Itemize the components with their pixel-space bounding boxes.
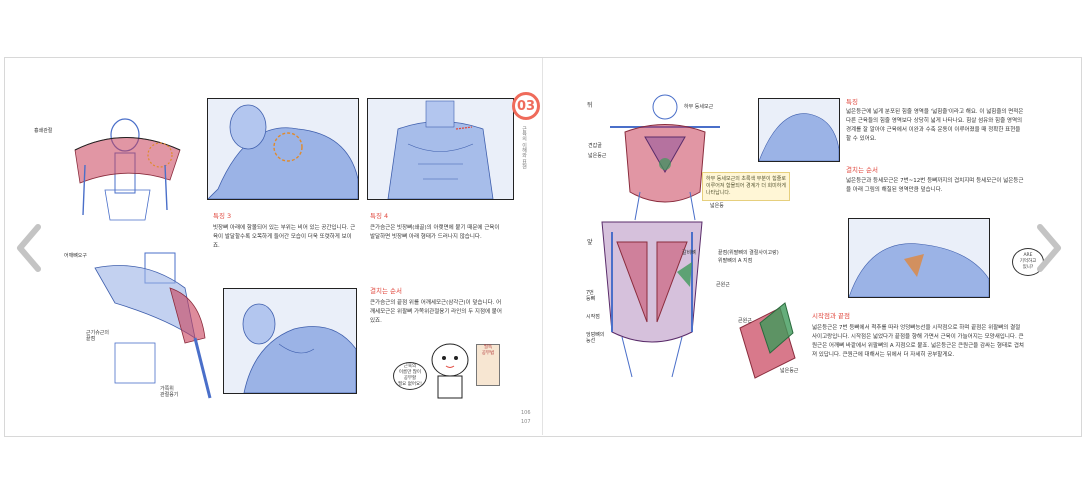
label-t7: 7번 등뼈 bbox=[586, 290, 596, 302]
chapter-badge: 03 bbox=[512, 92, 540, 120]
label-trapezius: 하부 등세모근 bbox=[684, 104, 714, 110]
feature3-text: 빗장뼈 아래에 함몰되어 있는 부위는 비어 있는 공간입니다. 근육이 발달할… bbox=[213, 225, 356, 249]
left-order-title: 결치는 순서 bbox=[370, 287, 402, 295]
label-latissimus-lower: 넓은등 bbox=[710, 203, 724, 209]
right-feature-title: 특징 bbox=[846, 98, 858, 106]
chest-front-panel bbox=[367, 98, 514, 200]
inset-muscle-diagram bbox=[739, 302, 796, 379]
tendon-callout: 하부 등세모근의 초록색 부분이 힘줄로 이루어져 함몰되어 경계가 더 희미하… bbox=[702, 172, 790, 201]
label-iliac-crest: 엉덩뼈의 능선 bbox=[586, 332, 605, 344]
start-end-text: 넓은등근은 7번 등뼈에서 척추를 따라 엉덩뼈능선을 시작점으로 하며 끝점은… bbox=[812, 325, 1024, 358]
page-number-right: 107 bbox=[521, 419, 531, 425]
arm-torso-panel bbox=[223, 288, 357, 394]
label-origin: 시작점 bbox=[586, 314, 600, 320]
label-inset-latissimus: 넓은등근 bbox=[780, 368, 799, 374]
prev-page-button[interactable] bbox=[12, 220, 46, 276]
cartoon-character bbox=[431, 343, 469, 399]
left-speech-bubble: 근육의 이름만 많이 공부할 필요 없어요! bbox=[393, 362, 427, 390]
study-sign: 필독 공부법 bbox=[476, 344, 500, 386]
label-epicondyle: 가쪽위 관절융기 bbox=[160, 386, 179, 398]
shoulder-girdle-sketch bbox=[74, 118, 181, 221]
label-scapula: 견갑골 bbox=[588, 143, 602, 149]
right-order-text: 넓은등근과 등세모근은 7번~12번 등뼈까지의 겹치지며 등세모근이 넓은등근… bbox=[846, 178, 1024, 193]
label-sternoclavicular: 흉쇄관절 bbox=[34, 128, 53, 134]
feature3-title: 특징 3 bbox=[213, 212, 232, 220]
page-number-left: 106 bbox=[521, 410, 531, 416]
arm-skeleton-sketch bbox=[94, 252, 212, 399]
back-muscles-sketch bbox=[610, 94, 720, 221]
shoulder-closeup-panel bbox=[207, 98, 359, 200]
label-inset-teres: 큰원근 bbox=[738, 318, 752, 324]
back-photo-panel bbox=[758, 98, 840, 162]
label-teres-major: 큰원근 bbox=[716, 282, 730, 288]
feature4-text: 큰가슴근은 빗장뼈(쇄골)의 아랫면에 붙기 때문에 근육이 발달하면 빗장뼈 … bbox=[370, 225, 500, 240]
label-humerus-a: 위팔뼈의 A 지점 bbox=[718, 258, 753, 264]
label-ribs: 갈비뼈 bbox=[682, 250, 696, 256]
chapter-side-title: 근육의 이해와 표현 bbox=[521, 126, 527, 170]
label-latissimus-back: 넓은등근 bbox=[588, 153, 607, 159]
front-label: 앞 bbox=[587, 239, 593, 246]
back-label: 뒤 bbox=[587, 102, 593, 109]
feature4-title: 특징 4 bbox=[370, 212, 389, 220]
right-order-title: 결치는 순서 bbox=[846, 166, 878, 174]
label-coracoid-end: 근기슈근의 끝점 bbox=[86, 330, 110, 342]
next-page-button[interactable] bbox=[1032, 220, 1066, 276]
label-insertion: 끝점(위팔뼈의 결절사이고랑) bbox=[718, 250, 779, 256]
chevron-right-icon bbox=[1037, 224, 1061, 272]
right-feature-text: 넓은등근에 넓게 분포된 힘줄 영역을 '넓힘줄'이라고 해요. 이 넓힘줄의 … bbox=[846, 109, 1024, 142]
left-order-text: 큰가슴근의 끝점 위를 어깨세모근(삼각근)이 덮습니다. 어깨세모근은 위팔뼈… bbox=[370, 300, 502, 324]
front-torso-sketch bbox=[601, 221, 703, 378]
chevron-left-icon bbox=[17, 224, 41, 272]
label-coracoid: 어깨뼈오구 bbox=[64, 253, 88, 259]
back-flex-panel bbox=[848, 218, 990, 298]
start-end-title: 시작점과 끝점 bbox=[812, 312, 850, 320]
